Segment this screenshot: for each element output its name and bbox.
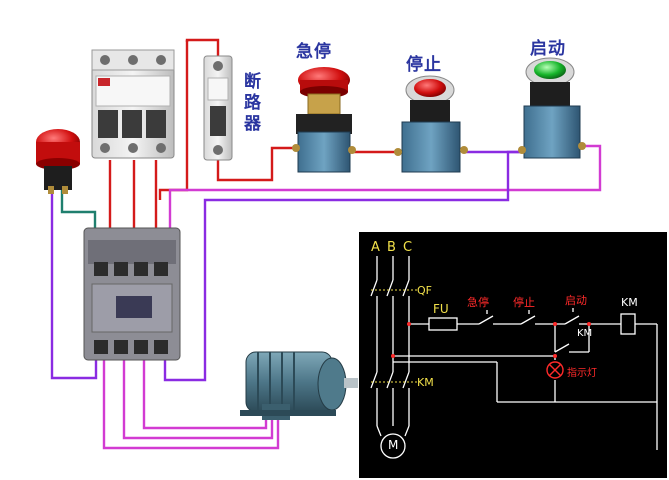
sch-phase-c: C bbox=[403, 240, 413, 255]
start-button-device bbox=[518, 57, 586, 159]
sch-km-main: KM bbox=[417, 376, 434, 389]
sch-fu: FU bbox=[433, 302, 449, 316]
sch-emergency-stop: 急停 bbox=[467, 296, 489, 309]
sch-phase-a: A bbox=[371, 240, 380, 255]
label-breaker: 断路器 bbox=[240, 72, 260, 135]
wire-motor-3 bbox=[142, 358, 268, 430]
sch-km-coil: KM bbox=[621, 296, 638, 309]
label-emergency-stop: 急停 bbox=[296, 42, 332, 62]
wire-breaker-to-estop bbox=[216, 146, 295, 182]
label-start: 启动 bbox=[530, 39, 566, 59]
sch-indicator: 指示灯 bbox=[567, 368, 597, 379]
emergency-stop-button-device bbox=[292, 67, 356, 173]
wire-motor-2 bbox=[122, 358, 274, 440]
sch-phase-b: B bbox=[387, 240, 396, 255]
contactor-km bbox=[83, 227, 181, 361]
sch-start: 启动 bbox=[565, 294, 587, 307]
schematic-panel: A B C QF FU 急停 停止 启动 KM KM KM 指示灯 M bbox=[359, 232, 667, 478]
sch-km-aux: KM bbox=[577, 328, 593, 339]
wire-start-to-contactor-purple bbox=[163, 150, 525, 382]
main-breaker-qf bbox=[91, 49, 175, 159]
sch-motor: M bbox=[388, 438, 399, 452]
wire-motor-1 bbox=[102, 358, 280, 450]
wire-breaker-top-red bbox=[185, 38, 220, 58]
wires bbox=[50, 38, 602, 450]
label-stop: 停止 bbox=[406, 55, 442, 75]
control-breaker bbox=[203, 55, 233, 161]
stop-button-device bbox=[394, 75, 468, 173]
motor-device bbox=[240, 351, 358, 420]
wire-lamp-purple bbox=[50, 190, 98, 380]
sch-qf: QF bbox=[417, 284, 432, 297]
schematic-lines bbox=[370, 256, 658, 459]
sch-stop: 停止 bbox=[513, 296, 535, 309]
wire-start-loop-magenta bbox=[168, 144, 602, 248]
indicator-lamp bbox=[36, 129, 80, 194]
